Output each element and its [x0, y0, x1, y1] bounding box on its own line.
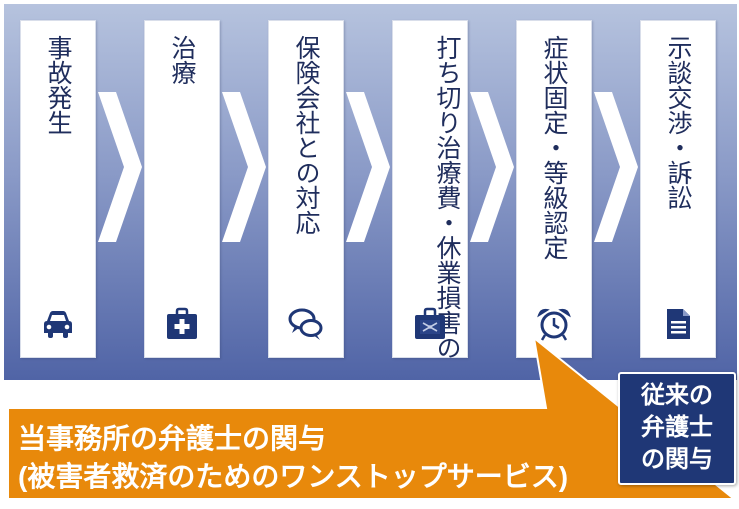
chevron-right-icon	[98, 92, 142, 242]
briefcase-icon	[415, 307, 445, 339]
traditional-involvement-box: 従来の 弁護士 の関与	[618, 372, 736, 485]
firm-involvement-subtitle: (被害者救済のためのワンストップサービス)	[18, 461, 569, 492]
step-label-treatment: 治療	[168, 35, 197, 85]
chevron-right-icon	[222, 92, 266, 242]
step-card-insurer: 保険会社との対応	[268, 20, 344, 358]
step-label-settlement: 示談交渉・訴訟	[664, 35, 693, 210]
step-label-accident: 事故発生	[44, 35, 73, 135]
step-card-cutoff: 治療費・休業損害の 打ち切り	[392, 20, 468, 360]
step-card-treatment: 治療	[144, 20, 220, 358]
step-label-insurer: 保険会社との対応	[292, 35, 321, 235]
chevron-right-icon	[594, 92, 638, 242]
alarm-clock-icon	[537, 308, 571, 341]
firm-involvement-title: 当事務所の弁護士の関与	[18, 423, 327, 454]
document-icon	[667, 309, 690, 339]
step-card-fixation: 症状固定・等級認定	[516, 20, 592, 358]
firm-involvement-text: 当事務所の弁護士の関与 (被害者救済のためのワンストップサービス)	[18, 420, 568, 496]
step-card-accident: 事故発生	[20, 20, 96, 358]
chevron-right-icon	[470, 92, 514, 242]
speech-bubbles-icon	[288, 308, 323, 340]
car-icon	[44, 311, 72, 338]
chevron-right-icon	[346, 92, 390, 242]
step-label-fixation: 症状固定・等級認定	[540, 35, 569, 260]
medical-kit-icon	[167, 307, 197, 339]
step-card-settlement: 示談交渉・訴訟	[640, 20, 716, 358]
